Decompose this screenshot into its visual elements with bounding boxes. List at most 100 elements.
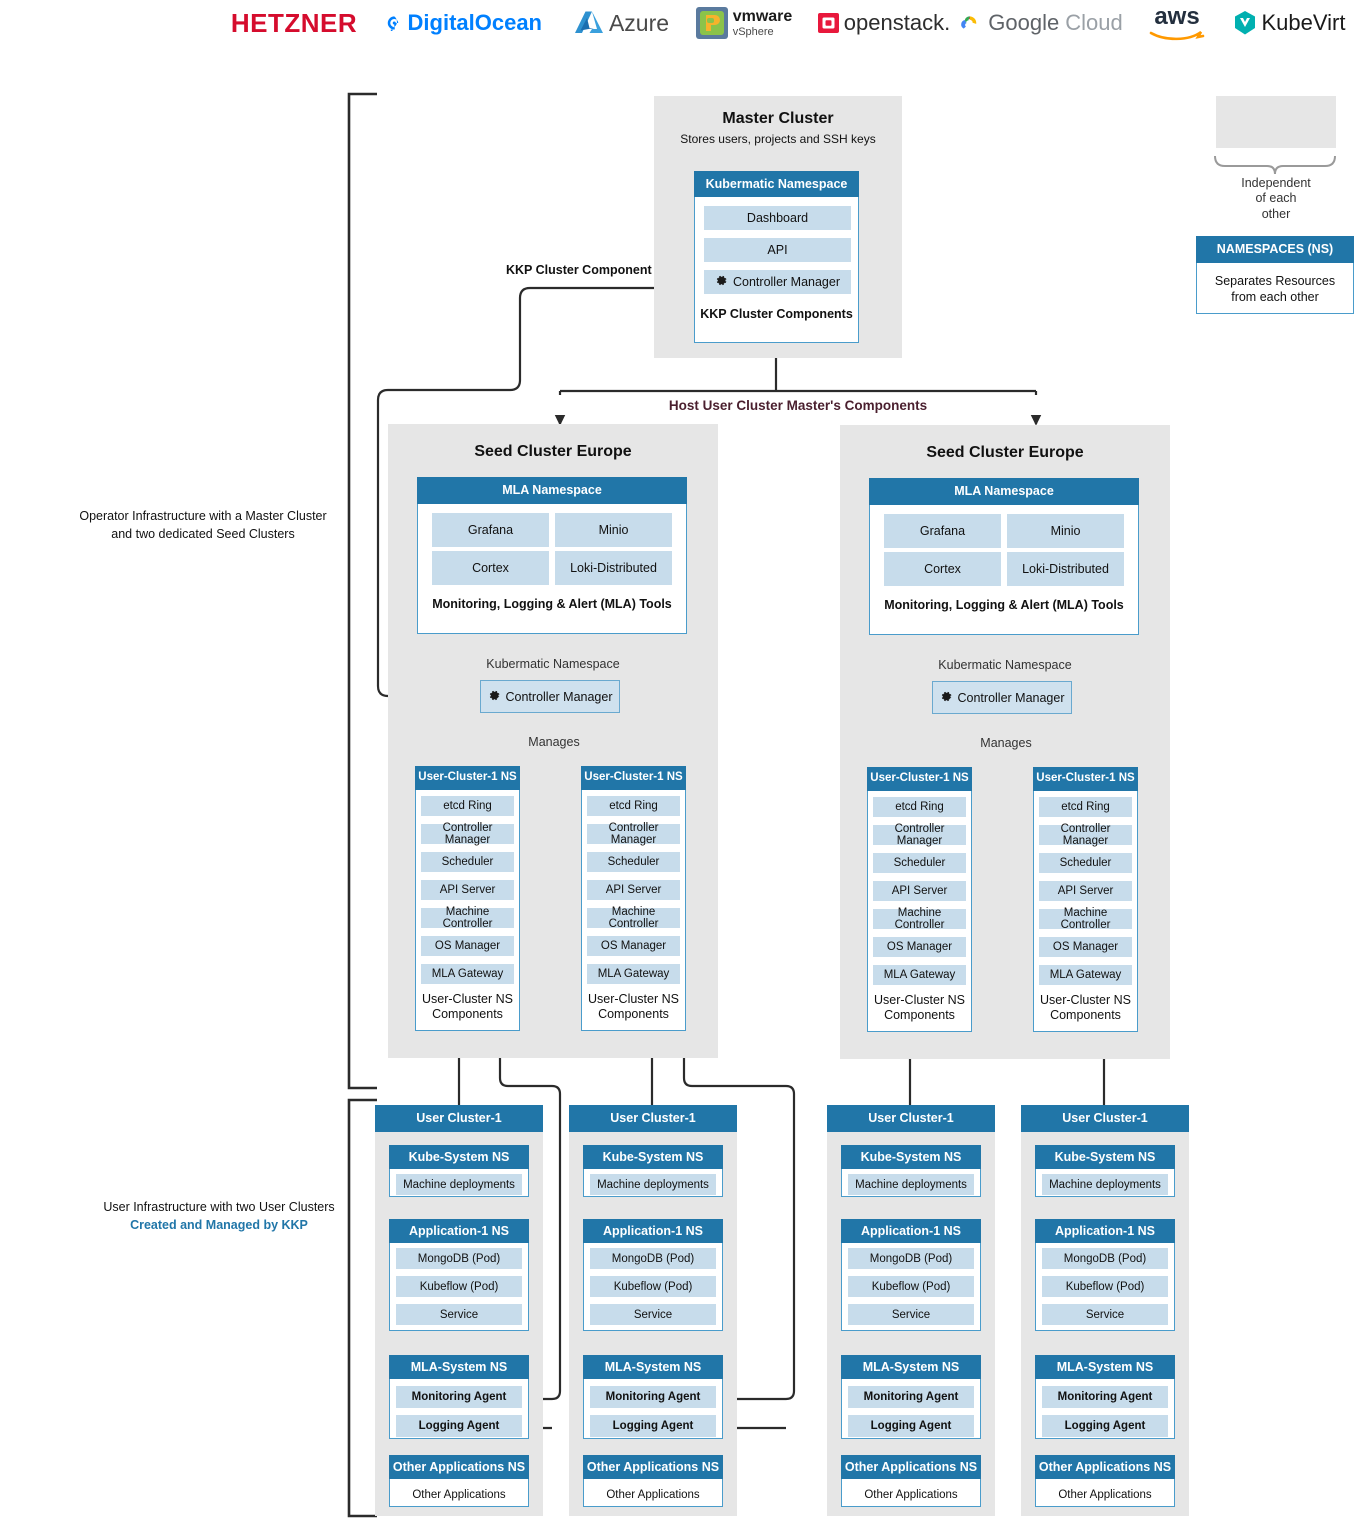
mla-item-logging-agent-2[interactable]: Logging Agent xyxy=(590,1415,716,1437)
operator-infra-line2: and two dedicated Seed Clusters xyxy=(111,527,295,541)
ucns-item-controller-manager-2-2[interactable]: Controller Manager xyxy=(1039,823,1132,847)
mla-item-logging-agent-1[interactable]: Logging Agent xyxy=(396,1415,522,1437)
ucns-item-mla-gateway-2-1[interactable]: MLA Gateway xyxy=(873,965,966,985)
app-item-service-2[interactable]: Service xyxy=(590,1304,716,1325)
ucns-item-machine-controller-1-1[interactable]: Machine Controller xyxy=(421,906,514,930)
mla-item-minio-1[interactable]: Minio xyxy=(555,513,672,547)
ucns-item-os-manager-1-1[interactable]: OS Manager xyxy=(421,936,514,956)
ucns-item-machine-controller-2-2[interactable]: Machine Controller xyxy=(1039,907,1132,931)
other-applications-item-2[interactable]: Other Applications xyxy=(590,1484,716,1505)
mla-item-grafana-2[interactable]: Grafana xyxy=(884,514,1001,548)
app-item-service-3[interactable]: Service xyxy=(848,1304,974,1325)
mla-item-logging-agent-4[interactable]: Logging Agent xyxy=(1042,1415,1168,1437)
ucns-item-controller-manager-1-1[interactable]: Controller Manager xyxy=(421,822,514,846)
kubevirt-logo: KubeVirt xyxy=(1222,0,1356,46)
ucns-item-api-server-1-1[interactable]: API Server xyxy=(421,880,514,900)
other-applications-item-4[interactable]: Other Applications xyxy=(1042,1484,1168,1505)
mla-item-minio-2[interactable]: Minio xyxy=(1007,514,1124,548)
ucns-item-api-server-1-2[interactable]: API Server xyxy=(587,880,680,900)
ucns-item-scheduler-2-2[interactable]: Scheduler xyxy=(1039,853,1132,873)
app-item-mongodb-1[interactable]: MongoDB (Pod) xyxy=(396,1248,522,1269)
mla-item-monitoring-agent-3[interactable]: Monitoring Agent xyxy=(848,1386,974,1408)
master-item-api[interactable]: API xyxy=(704,238,851,262)
mla-item-monitoring-agent-2[interactable]: Monitoring Agent xyxy=(590,1386,716,1408)
ucns-item-scheduler-2-1[interactable]: Scheduler xyxy=(873,853,966,873)
gear-icon xyxy=(488,689,501,705)
ucns-item-machine-controller-2-1[interactable]: Machine Controller xyxy=(873,907,966,931)
mla-system-ns-header-3: MLA-System NS xyxy=(841,1355,981,1379)
openstack-mark-icon xyxy=(817,13,839,33)
mla-system-ns-header-1: MLA-System NS xyxy=(389,1355,529,1379)
kube-system-item-machine-deployments-3[interactable]: Machine deployments xyxy=(848,1174,974,1195)
other-applications-item-1[interactable]: Other Applications xyxy=(396,1484,522,1505)
aws-logo: aws xyxy=(1128,0,1226,46)
ucns-item-etcd-1-1[interactable]: etcd Ring xyxy=(421,796,514,816)
openstack-logo-text: openstack. xyxy=(843,10,951,35)
ucns-item-etcd-2-2[interactable]: etcd Ring xyxy=(1039,797,1132,817)
kube-system-item-machine-deployments-4[interactable]: Machine deployments xyxy=(1042,1174,1168,1195)
ucns-item-etcd-1-2[interactable]: etcd Ring xyxy=(587,796,680,816)
openstack-logo: openstack. xyxy=(808,0,960,46)
app-item-service-4[interactable]: Service xyxy=(1042,1304,1168,1325)
seed-controller-manager-2[interactable]: Controller Manager xyxy=(932,681,1072,714)
mla-item-logging-agent-3[interactable]: Logging Agent xyxy=(848,1415,974,1437)
ucns-item-mla-gateway-2-2[interactable]: MLA Gateway xyxy=(1039,965,1132,985)
mla-item-cortex-2[interactable]: Cortex xyxy=(884,552,1001,586)
app-item-kubeflow-1[interactable]: Kubeflow (Pod) xyxy=(396,1276,522,1297)
ucns-item-os-manager-1-2[interactable]: OS Manager xyxy=(587,936,680,956)
ucns-item-scheduler-1-1[interactable]: Scheduler xyxy=(421,852,514,872)
mla-system-ns-box-4: MLA-System NS Monitoring Agent Logging A… xyxy=(1035,1355,1175,1439)
app-item-kubeflow-4[interactable]: Kubeflow (Pod) xyxy=(1042,1276,1168,1297)
mla-item-grafana-1[interactable]: Grafana xyxy=(432,513,549,547)
ucns-item-machine-controller-1-2[interactable]: Machine Controller xyxy=(587,906,680,930)
kube-system-ns-box-3: Kube-System NS Machine deployments xyxy=(841,1145,981,1197)
mla-system-ns-header-4: MLA-System NS xyxy=(1035,1355,1175,1379)
user-cluster-panel-3: User Cluster-1 Kube-System NS Machine de… xyxy=(827,1105,995,1516)
ucns-item-os-manager-2-1[interactable]: OS Manager xyxy=(873,937,966,957)
user-cluster-header-4: User Cluster-1 xyxy=(1021,1105,1189,1132)
mla-namespace-header-1: MLA Namespace xyxy=(417,477,687,504)
app-item-kubeflow-3[interactable]: Kubeflow (Pod) xyxy=(848,1276,974,1297)
ucns-item-os-manager-2-2[interactable]: OS Manager xyxy=(1039,937,1132,957)
application-1-ns-header-3: Application-1 NS xyxy=(841,1219,981,1243)
ucns-item-api-server-2-1[interactable]: API Server xyxy=(873,881,966,901)
mla-item-cortex-1[interactable]: Cortex xyxy=(432,551,549,585)
ucns-item-mla-gateway-1-2[interactable]: MLA Gateway xyxy=(587,964,680,984)
app-item-kubeflow-2[interactable]: Kubeflow (Pod) xyxy=(590,1276,716,1297)
ucns-item-mla-gateway-1-1[interactable]: MLA Gateway xyxy=(421,964,514,984)
application-1-ns-header-1: Application-1 NS xyxy=(389,1219,529,1243)
kube-system-item-machine-deployments-1[interactable]: Machine deployments xyxy=(396,1174,522,1195)
app-item-service-1[interactable]: Service xyxy=(396,1304,522,1325)
app-item-mongodb-3[interactable]: MongoDB (Pod) xyxy=(848,1248,974,1269)
user-cluster-ns-header-2-1: User-Cluster-1 NS xyxy=(867,767,972,791)
kubevirt-mark-icon xyxy=(1234,11,1255,35)
other-applications-item-3[interactable]: Other Applications xyxy=(848,1484,974,1505)
mla-item-monitoring-agent-4[interactable]: Monitoring Agent xyxy=(1042,1386,1168,1408)
ucns-item-controller-manager-2-1[interactable]: Controller Manager xyxy=(873,823,966,847)
other-applications-ns-header-2: Other Applications NS xyxy=(583,1455,723,1479)
app-item-mongodb-2[interactable]: MongoDB (Pod) xyxy=(590,1248,716,1269)
user-cluster-ns-header-1-2: User-Cluster-1 NS xyxy=(581,766,686,790)
mla-item-loki-1[interactable]: Loki-Distributed xyxy=(555,551,672,585)
mla-item-loki-2[interactable]: Loki-Distributed xyxy=(1007,552,1124,586)
mla-namespace-footer-2: Monitoring, Logging & Alert (MLA) Tools xyxy=(884,597,1124,612)
ucns-item-controller-manager-1-2[interactable]: Controller Manager xyxy=(587,822,680,846)
master-item-dashboard[interactable]: Dashboard xyxy=(704,206,851,230)
legend-namespaces-header: NAMESPACES (NS) xyxy=(1196,236,1354,263)
kube-system-item-machine-deployments-2[interactable]: Machine deployments xyxy=(590,1174,716,1195)
app-item-mongodb-4[interactable]: MongoDB (Pod) xyxy=(1042,1248,1168,1269)
ucns-item-api-server-2-2[interactable]: API Server xyxy=(1039,881,1132,901)
ucns-item-scheduler-1-2[interactable]: Scheduler xyxy=(587,852,680,872)
gear-icon xyxy=(715,274,728,290)
google-cloud-logo-text2: Cloud xyxy=(1065,10,1123,35)
mla-item-monitoring-agent-1[interactable]: Monitoring Agent xyxy=(396,1386,522,1408)
digitalocean-logo-text: DigitalOcean xyxy=(407,10,542,35)
google-cloud-logo: Google Cloud xyxy=(952,0,1128,46)
master-item-controller-manager[interactable]: Controller Manager xyxy=(704,270,851,294)
seed-cluster-1-title: Seed Cluster Europe xyxy=(474,443,632,460)
ucns-item-etcd-2-1[interactable]: etcd Ring xyxy=(873,797,966,817)
seed-controller-manager-1[interactable]: Controller Manager xyxy=(480,680,620,713)
user-cluster-ns-box-2-1: User-Cluster-1 NS etcd Ring Controller M… xyxy=(867,767,972,1032)
